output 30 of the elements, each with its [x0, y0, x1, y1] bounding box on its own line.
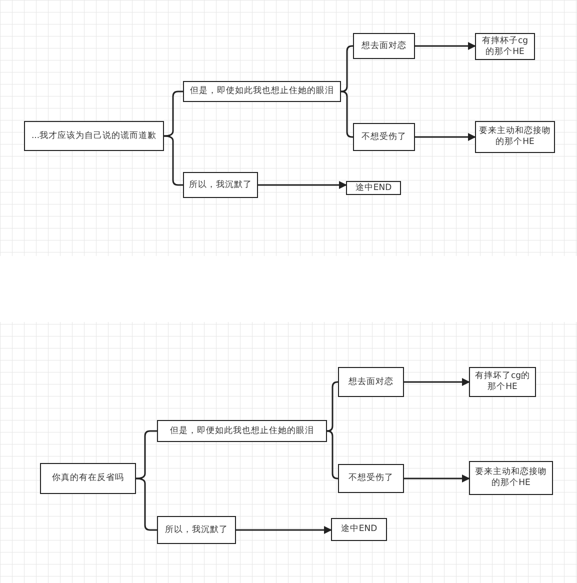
process-box: ...我才应该为自己说的谎而道歉: [24, 121, 164, 151]
connector-line: [326, 381, 338, 432]
process-box: 但是，即使如此我也想止住她的眼泪: [183, 81, 341, 102]
process-box: 有摔坏了cg的那个HE: [469, 367, 536, 397]
process-box: 想去面对恋: [353, 33, 415, 59]
process-box: 不想受伤了: [338, 464, 404, 493]
process-box: 所以，我沉默了: [157, 516, 236, 544]
arrow: [404, 378, 470, 386]
process-box: 要来主动和恋接吻的那个HE: [475, 121, 555, 153]
arrow: [415, 42, 476, 50]
process-box: 但是，即便如此我也想止住她的眼泪: [157, 420, 327, 442]
arrow: [258, 181, 347, 189]
arrow: [236, 526, 332, 534]
process-box: 途中END: [346, 181, 401, 195]
process-box: 你真的有在反省吗: [40, 463, 136, 494]
arrow: [404, 474, 470, 482]
connector-line: [340, 90, 354, 138]
process-box: 想去面对恋: [338, 367, 404, 397]
process-box: 途中END: [331, 518, 387, 541]
process-box: 不想受伤了: [353, 123, 415, 151]
connector-line: [164, 135, 183, 186]
process-box: 所以，我沉默了: [183, 172, 258, 198]
arrow: [415, 133, 476, 141]
connector-line: [340, 45, 354, 92]
connector-line: [136, 478, 157, 531]
connector-line: [164, 90, 183, 137]
connector-line: [326, 430, 338, 480]
process-box: 要来主动和恋接吻的那个HE: [469, 461, 553, 495]
connector-line: [136, 430, 157, 480]
process-box: 有摔杯子cg的那个HE: [475, 33, 535, 60]
